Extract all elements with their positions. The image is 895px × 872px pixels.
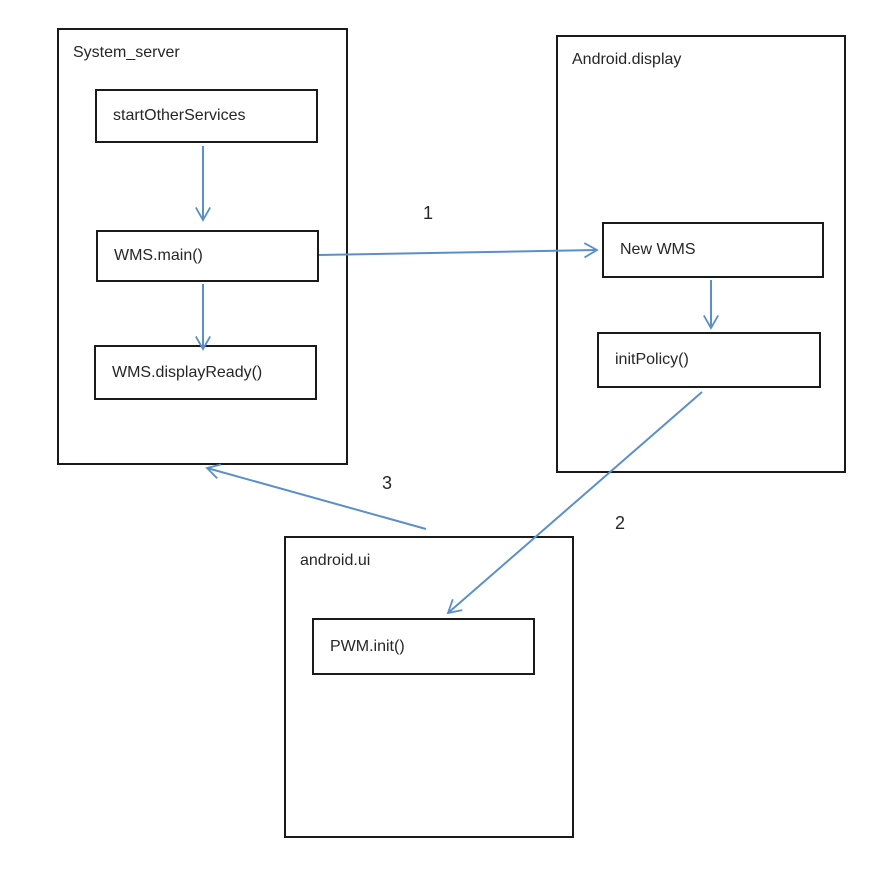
node-label: PWM.init() <box>330 637 405 655</box>
arrow-label-3: 3 <box>382 473 393 493</box>
node-new-wms: New WMS <box>602 222 824 278</box>
node-init-policy: initPolicy() <box>597 332 821 388</box>
node-wms-display-ready: WMS.displayReady() <box>94 345 317 400</box>
container-android-ui: android.ui <box>284 536 574 838</box>
node-wms-main: WMS.main() <box>96 230 319 282</box>
node-label: WMS.displayReady() <box>112 363 263 381</box>
node-label: WMS.main() <box>114 247 203 264</box>
arrow-androidui-to-systemserver <box>205 463 427 530</box>
node-label: New WMS <box>620 241 696 258</box>
node-pwm-init: PWM.init() <box>312 618 535 675</box>
node-label: initPolicy() <box>615 351 689 368</box>
container-label-android-display: Android.display <box>572 51 682 68</box>
container-label-system-server: System_server <box>73 44 180 61</box>
arrow-label-1: 1 <box>423 203 434 223</box>
container-label-android-ui: android.ui <box>300 552 371 569</box>
container-system-server: System_server <box>57 28 348 465</box>
node-label: startOtherServices <box>113 107 246 124</box>
node-start-other-services: startOtherServices <box>95 89 318 143</box>
arrow-label-2: 2 <box>615 513 626 533</box>
